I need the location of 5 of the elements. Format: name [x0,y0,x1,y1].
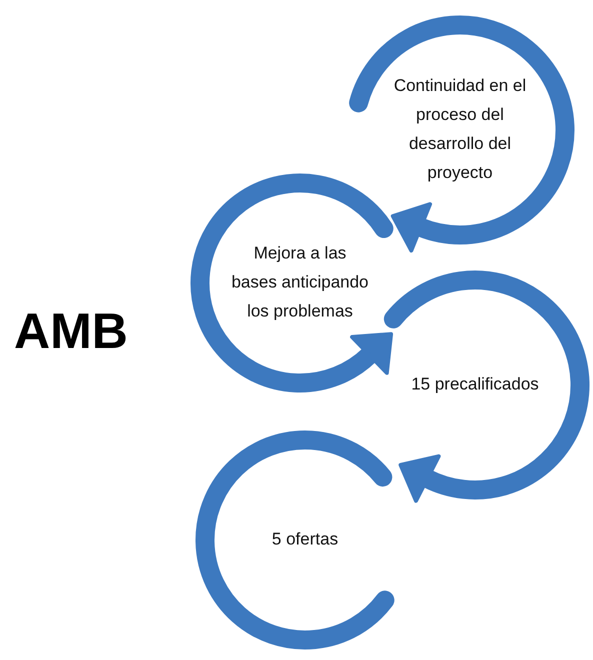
step-text: Continuidad en el proceso del desarrollo del proyecto [392,75,528,184]
title: AMB [14,306,128,356]
step-text: 5 ofertas [270,528,340,551]
step-text: Mejora a las bases anticipando los problemas [230,242,370,322]
step-text: 15 precalificados [410,374,540,396]
